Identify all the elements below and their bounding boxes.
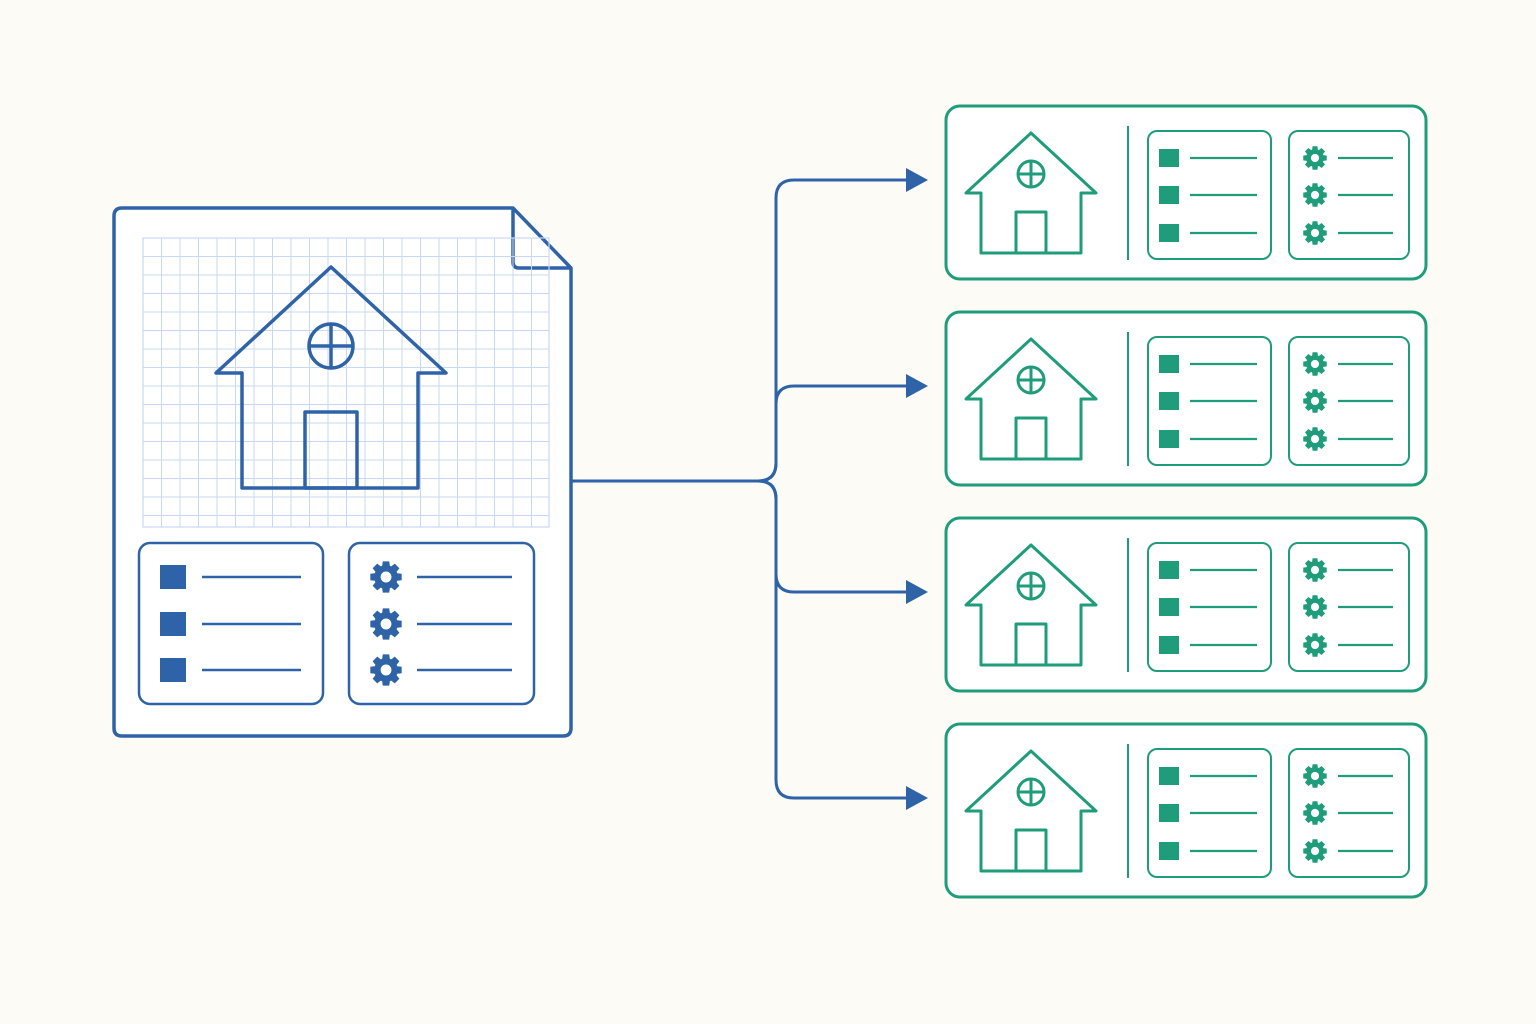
gear-icon	[1303, 595, 1327, 619]
settings-item	[1303, 389, 1393, 413]
square-bullet-icon	[1159, 804, 1179, 822]
bullet-list-panel	[1147, 542, 1272, 672]
bullet-list-panel	[1147, 130, 1272, 260]
gear-icon	[1303, 352, 1327, 376]
square-bullet-icon	[1159, 561, 1179, 579]
settings-item	[370, 561, 512, 593]
list-item	[1159, 149, 1257, 167]
settings-item	[370, 654, 512, 686]
house-icon	[964, 337, 1098, 461]
distribution-connectors	[571, 168, 928, 810]
square-bullet-icon	[1159, 355, 1179, 373]
bullet-list-panel	[137, 541, 325, 706]
arrowhead-icon	[906, 786, 928, 810]
list-item	[1159, 186, 1257, 204]
gear-icon	[370, 654, 402, 686]
bullet-list-panel	[1147, 748, 1272, 878]
output-cards	[944, 104, 1428, 899]
square-bullet-icon	[160, 658, 186, 682]
square-bullet-icon	[1159, 636, 1179, 654]
settings-list-panel	[1288, 130, 1410, 260]
square-bullet-icon	[1159, 149, 1179, 167]
source-blueprint-document	[112, 206, 573, 738]
settings-item	[1303, 221, 1393, 245]
gear-icon	[1303, 146, 1327, 170]
gear-icon	[1303, 839, 1327, 863]
gear-icon	[1303, 633, 1327, 657]
square-bullet-icon	[1159, 392, 1179, 410]
output-card-4	[944, 722, 1428, 899]
arrowhead-icon	[906, 374, 928, 398]
square-bullet-icon	[1159, 430, 1179, 448]
list-item	[1159, 767, 1257, 785]
connector-branch-2	[757, 374, 928, 483]
settings-list-panel	[1288, 748, 1410, 878]
square-bullet-icon	[1159, 842, 1179, 860]
square-bullet-icon	[1159, 224, 1179, 242]
list-item	[1159, 355, 1257, 373]
settings-item	[1303, 427, 1393, 451]
output-card-3	[944, 516, 1428, 693]
settings-item	[1303, 801, 1393, 825]
list-item	[160, 612, 301, 636]
gear-icon	[370, 608, 402, 640]
settings-item	[1303, 764, 1393, 788]
settings-item	[1303, 146, 1393, 170]
list-item	[1159, 804, 1257, 822]
square-bullet-icon	[160, 565, 186, 589]
list-item	[1159, 224, 1257, 242]
settings-list-panel	[1288, 336, 1410, 466]
settings-item	[370, 608, 512, 640]
list-item	[1159, 598, 1257, 616]
blueprint-grid	[142, 237, 550, 528]
list-item	[160, 658, 301, 682]
house-icon	[964, 749, 1098, 873]
gear-icon	[1303, 427, 1327, 451]
settings-item	[1303, 352, 1393, 376]
settings-item	[1303, 183, 1393, 207]
arrowhead-icon	[906, 168, 928, 192]
arrowhead-icon	[906, 580, 928, 604]
list-item	[160, 565, 301, 589]
list-item	[1159, 392, 1257, 410]
square-bullet-icon	[1159, 767, 1179, 785]
list-item	[1159, 636, 1257, 654]
list-item	[1159, 842, 1257, 860]
gear-icon	[1303, 558, 1327, 582]
gear-icon	[1303, 764, 1327, 788]
gear-icon	[1303, 389, 1327, 413]
gear-icon	[1303, 183, 1327, 207]
settings-list-panel	[1288, 542, 1410, 672]
house-icon	[214, 265, 448, 490]
gear-icon	[1303, 801, 1327, 825]
settings-item	[1303, 595, 1393, 619]
house-icon	[964, 131, 1098, 255]
connector-branch-4	[757, 479, 928, 810]
list-item	[1159, 430, 1257, 448]
gear-icon	[1303, 221, 1327, 245]
settings-list-panel	[347, 541, 536, 706]
square-bullet-icon	[1159, 598, 1179, 616]
settings-item	[1303, 633, 1393, 657]
output-card-1	[944, 104, 1428, 281]
list-item	[1159, 561, 1257, 579]
square-bullet-icon	[160, 612, 186, 636]
square-bullet-icon	[1159, 186, 1179, 204]
bullet-list-panel	[1147, 336, 1272, 466]
settings-item	[1303, 839, 1393, 863]
gear-icon	[370, 561, 402, 593]
output-card-2	[944, 310, 1428, 487]
settings-item	[1303, 558, 1393, 582]
house-icon	[964, 543, 1098, 667]
